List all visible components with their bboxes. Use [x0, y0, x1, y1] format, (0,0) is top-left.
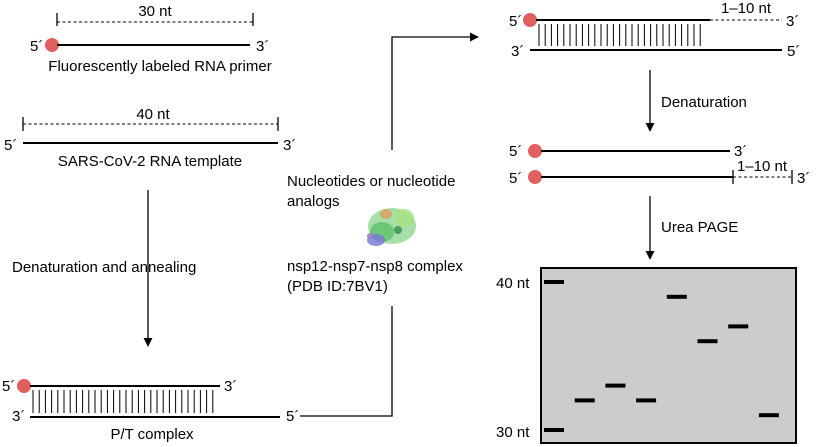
gel-label-30nt: 30 nt — [496, 424, 530, 441]
extended-duplex-group: 5´ 1–10 nt 3´ 3´ 5´ — [509, 0, 800, 60]
free-primer-three-prime: 3´ — [734, 143, 747, 160]
fluorophore-dot — [45, 38, 59, 52]
complex-label-line1: nsp12-nsp7-nsp8 complex — [287, 258, 463, 275]
primer-five-prime: 5´ — [30, 38, 43, 55]
gel-bands — [544, 280, 779, 432]
duplex-bottom-three-prime: 3´ — [511, 43, 524, 60]
duplex-top-three-prime: 3´ — [786, 13, 799, 30]
template-caption: SARS-CoV-2 RNA template — [58, 153, 242, 170]
gel-band — [544, 280, 564, 284]
product-fluorophore — [528, 170, 542, 184]
gel-band — [666, 294, 687, 299]
gel-band — [544, 428, 564, 432]
denaturation-step-label: Denaturation — [661, 94, 747, 111]
primer-caption: Fluorescently labeled RNA primer — [48, 58, 271, 75]
pt-bottom-five-prime: 5´ — [286, 408, 299, 425]
gel-band — [574, 398, 595, 403]
nucleotides-label-line2: analogs — [287, 193, 340, 210]
product-three-prime: 3´ — [797, 170, 810, 187]
template-three-prime: 3´ — [283, 137, 296, 154]
duplex-extension-label: 1–10 nt — [721, 0, 772, 17]
gel-band — [728, 324, 749, 329]
pt-base-pairs — [32, 390, 214, 413]
gel-band — [605, 383, 626, 388]
product-extension-label: 1–10 nt — [737, 158, 788, 175]
free-primer-fluorophore — [528, 144, 542, 158]
connector-upper-arrow — [391, 32, 479, 150]
gel-group: 40 nt 30 nt — [496, 267, 797, 444]
nucleotides-label-line1: Nucleotides or nucleotide — [287, 173, 455, 190]
free-primer-five-prime: 5´ — [509, 143, 522, 160]
template-length-label: 40 nt — [136, 106, 170, 123]
duplex-top-five-prime: 5´ — [509, 13, 522, 30]
complex-label-line2: (PDB ID:7BV1) — [287, 278, 388, 295]
template-group: 40 nt 5´ 3´ SARS-CoV-2 RNA template — [4, 106, 296, 170]
gel-panel — [540, 267, 797, 444]
pt-complex-group: 5´ 3´ 3´ 5´ P/T complex — [2, 378, 299, 443]
pt-fluorophore-dot — [17, 379, 31, 393]
pt-caption: P/T complex — [110, 426, 194, 443]
primer-three-prime: 3´ — [256, 38, 269, 55]
annealing-step-label: Denaturation and annealing — [12, 259, 196, 276]
page-step-label: Urea PAGE — [661, 219, 738, 236]
pt-top-three-prime: 3´ — [224, 378, 237, 395]
pt-bottom-three-prime: 3´ — [12, 408, 25, 425]
template-five-prime: 5´ — [4, 137, 17, 154]
duplex-bottom-five-prime: 5´ — [787, 43, 800, 60]
primer-group: 30 nt 5´ 3´ Fluorescently labeled RNA pr… — [30, 3, 272, 75]
gel-band — [697, 339, 718, 344]
duplex-fluorophore-dot — [523, 13, 537, 27]
primer-length-label: 30 nt — [138, 3, 172, 20]
gel-band — [758, 413, 779, 418]
protein-structure-icon — [367, 208, 416, 246]
connector-lower — [300, 306, 393, 417]
pt-top-five-prime: 5´ — [2, 378, 15, 395]
denatured-group: 5´ 3´ 5´ 1–10 nt 3´ — [509, 143, 810, 187]
gel-label-40nt: 40 nt — [496, 275, 530, 292]
duplex-base-pairs — [538, 24, 701, 46]
product-five-prime: 5´ — [509, 170, 522, 187]
gel-band — [636, 398, 657, 403]
